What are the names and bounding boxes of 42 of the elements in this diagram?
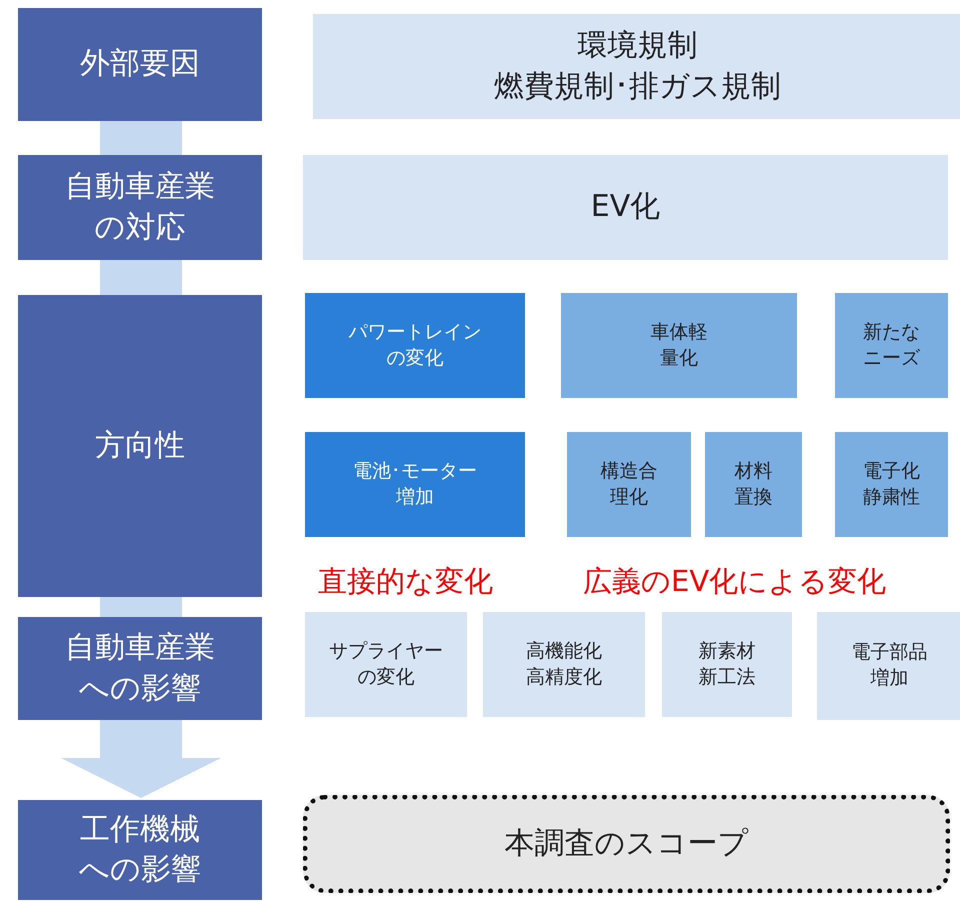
box-label: 電子部品増加	[850, 640, 928, 691]
box-label: 外部要因	[80, 45, 200, 84]
box-label: 環境規制	[578, 27, 698, 65]
box-label: EV化	[590, 188, 660, 226]
box-label: 新素材新工法	[698, 638, 756, 690]
box-label: 車体軽量化	[650, 320, 708, 370]
box-label: 電子化静粛性	[862, 458, 921, 510]
group-heading: 広義のEV化による変化	[583, 563, 886, 600]
box-label: 材料置換	[734, 458, 774, 510]
box-label: 高機能化高精度化	[525, 638, 603, 690]
group-heading: 直接的な変化	[318, 563, 493, 600]
block-arrow	[61, 720, 221, 798]
impact-box	[662, 612, 792, 717]
stage-box	[18, 8, 262, 121]
direction-box	[305, 432, 525, 537]
direction-box	[567, 432, 691, 537]
factor-box	[303, 155, 948, 260]
box-label: 電池･モーター増加	[352, 458, 478, 510]
factor-box	[313, 14, 960, 119]
box-label: パワートレインの変化	[348, 320, 482, 370]
direction-box	[705, 432, 802, 537]
box-label: 新たなニーズ	[862, 320, 921, 370]
impact-box	[817, 612, 960, 720]
direction-box	[305, 293, 525, 398]
box-label: 自動車産業の対応	[64, 168, 216, 246]
scope-box	[303, 795, 950, 893]
box-label: サプライヤーの変化	[328, 638, 444, 690]
direction-box	[561, 293, 797, 398]
box-label: 燃費規制･排ガス規制	[494, 68, 781, 106]
box-label: 構造合理化	[599, 458, 658, 510]
box-label: 自動車産業への影響	[64, 629, 216, 708]
box-label: 本調査のスコープ	[504, 824, 748, 863]
box-label: 方向性	[95, 426, 185, 465]
stage-box	[18, 155, 262, 260]
impact-box	[305, 612, 467, 717]
stage-box	[18, 800, 262, 900]
direction-box	[835, 432, 948, 537]
box-label: 工作機械への影響	[79, 810, 201, 889]
stage-box	[18, 295, 262, 597]
stage-box	[18, 617, 262, 720]
impact-box	[483, 612, 645, 717]
direction-box	[835, 293, 948, 398]
